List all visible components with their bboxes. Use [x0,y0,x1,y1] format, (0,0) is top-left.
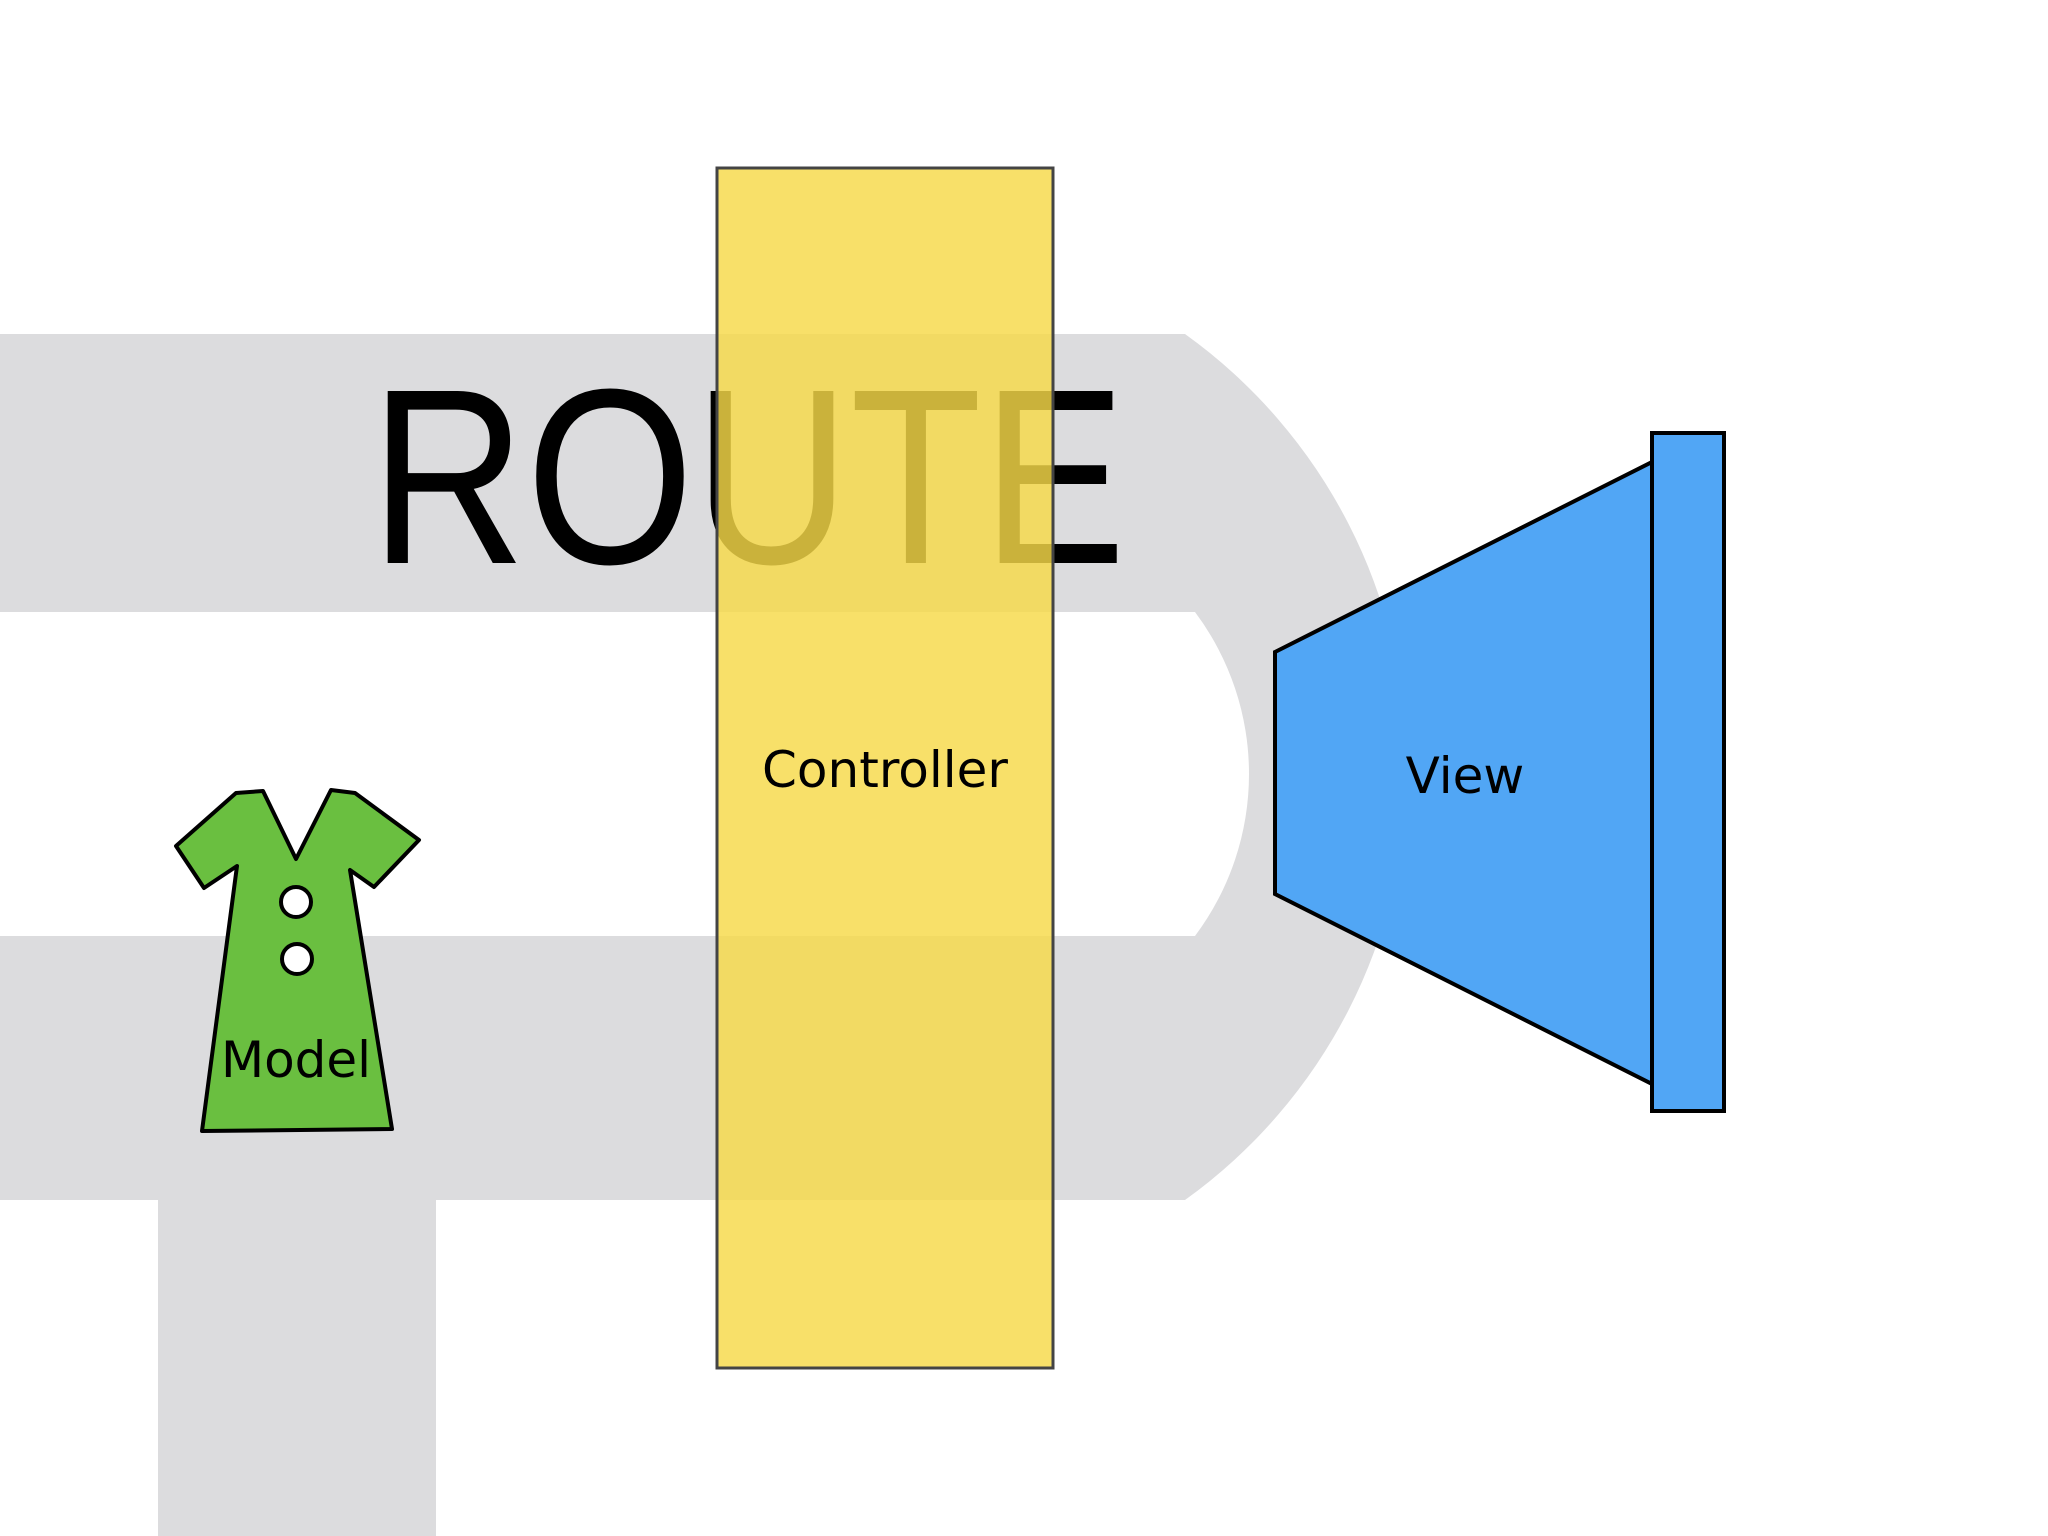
controller-label: Controller [762,741,1008,799]
route-path-stem [158,1200,436,1536]
controller-bar [715,166,1055,1370]
dress-button-top [279,885,313,919]
view-label: View [1406,747,1525,805]
model-node: Model [174,788,421,1133]
dress-button-bottom [280,942,314,976]
speaker-panel [1650,431,1726,1113]
model-label: Model [221,1031,371,1089]
view-node: View [1273,431,1726,1113]
